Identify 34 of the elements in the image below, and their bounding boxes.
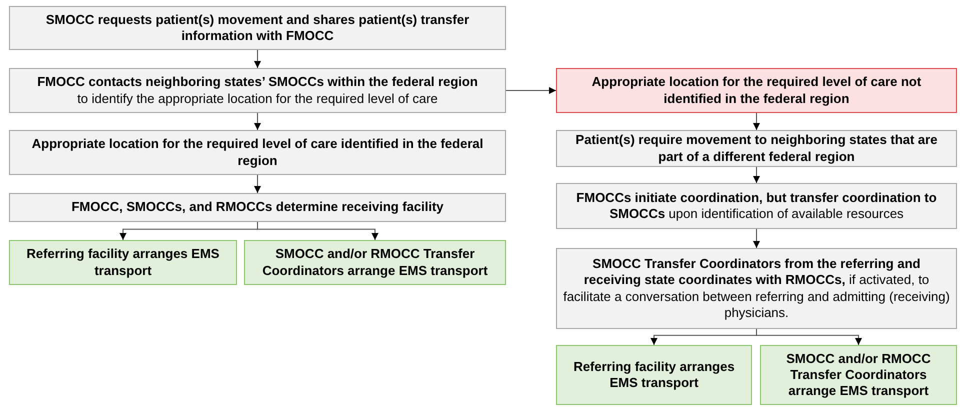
process-box [556,345,752,405]
arrow [753,228,760,248]
arrow [254,50,261,68]
process-box [556,130,957,167]
arrow [753,112,760,130]
process-box [9,68,506,113]
arrow [257,222,378,240]
arrow [506,87,556,94]
box-text: SMOCC Transfer Coordinators from the referring and receiving state coordinates with RMOCCs, if activated, to facilitate a conversation between referring and admitting (receiving) physicians. [563,256,950,321]
box-text: Referring facility arranges EMS transport [26,246,220,279]
box-text: FMOCC, SMOCCs, and RMOCCs determine receiving facility [71,199,444,216]
box-text: Appropriate location for the required level of care not identified in the federal region [590,74,922,107]
box-text: to identify the appropriate location for the required level of care [77,90,438,107]
process-box [556,248,957,329]
box-text: Patient(s) require movement to neighboring states that are part of a different federal region [574,132,938,165]
process-box [9,130,506,175]
process-box [244,240,506,285]
box-text: SMOCC and/or RMOCC Transfer Coordinators arrange EMS transport [261,246,489,279]
arrow [756,328,862,346]
arrow [753,166,760,184]
box-text: FMOCC contacts neighboring states’ SMOCCs within the federal region [37,74,478,90]
process-box [9,193,506,222]
arrow [254,174,261,194]
arrow [254,112,261,130]
process-box [9,240,237,285]
process-box [556,68,957,113]
box-text: SMOCC and/or RMOCC Transfer Coordinators arrange EMS transport [785,350,932,400]
process-box [9,6,506,50]
box-text: Appropriate location for the required level of care identified in the federal region [30,136,484,169]
process-box [556,183,957,229]
box-text: SMOCC requests patient(s) movement and shares patient(s) transfer information with FMOCC [44,12,470,44]
box-text: Referring facility arranges EMS transport [572,358,736,392]
box-text: FMOCCs initiate coordination, but transfer coordination to SMOCCs upon identification of available resources [575,190,938,222]
process-box [760,345,957,405]
